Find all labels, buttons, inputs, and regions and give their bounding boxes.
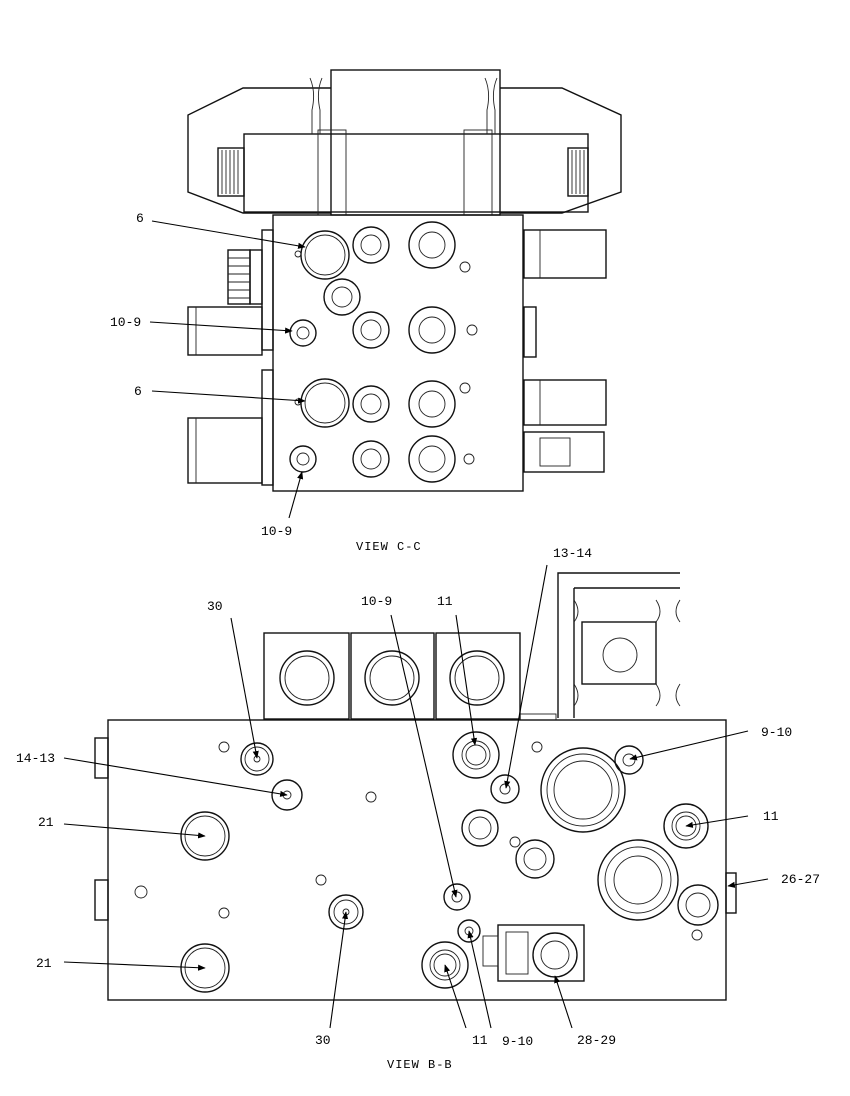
callout-26-27: 26-27 [781,872,820,887]
callout-30-lower: 30 [315,1033,331,1048]
callout-11-right: 11 [763,809,779,824]
view-cc-callouts: 6 10-9 6 10-9 VIEW C-C [110,211,422,554]
view-cc-drawing [149,69,622,519]
callout-6-upper: 6 [136,211,144,226]
view-bb-drawing [63,564,769,1029]
callout-21-upper: 21 [38,815,54,830]
callout-10-9-upper: 10-9 [110,315,141,330]
view-bb-title: VIEW B-B [387,1058,453,1072]
callout-9-10-lower: 9-10 [502,1034,533,1049]
view-bb-callouts: 30 10-9 11 13-14 14-13 9-10 21 11 26-27 … [16,546,820,1072]
callout-11-lower: 11 [472,1033,488,1048]
callout-28-29: 28-29 [577,1033,616,1048]
callout-6-lower: 6 [134,384,142,399]
callout-21-lower: 21 [36,956,52,971]
callout-10-9-lower: 10-9 [261,524,292,539]
callout-10-9: 10-9 [361,594,392,609]
callout-11-upper: 11 [437,594,453,609]
callout-13-14: 13-14 [553,546,592,561]
callout-14-13: 14-13 [16,751,55,766]
view-cc-title: VIEW C-C [356,540,422,554]
callout-9-10-right: 9-10 [761,725,792,740]
callout-30-upper: 30 [207,599,223,614]
